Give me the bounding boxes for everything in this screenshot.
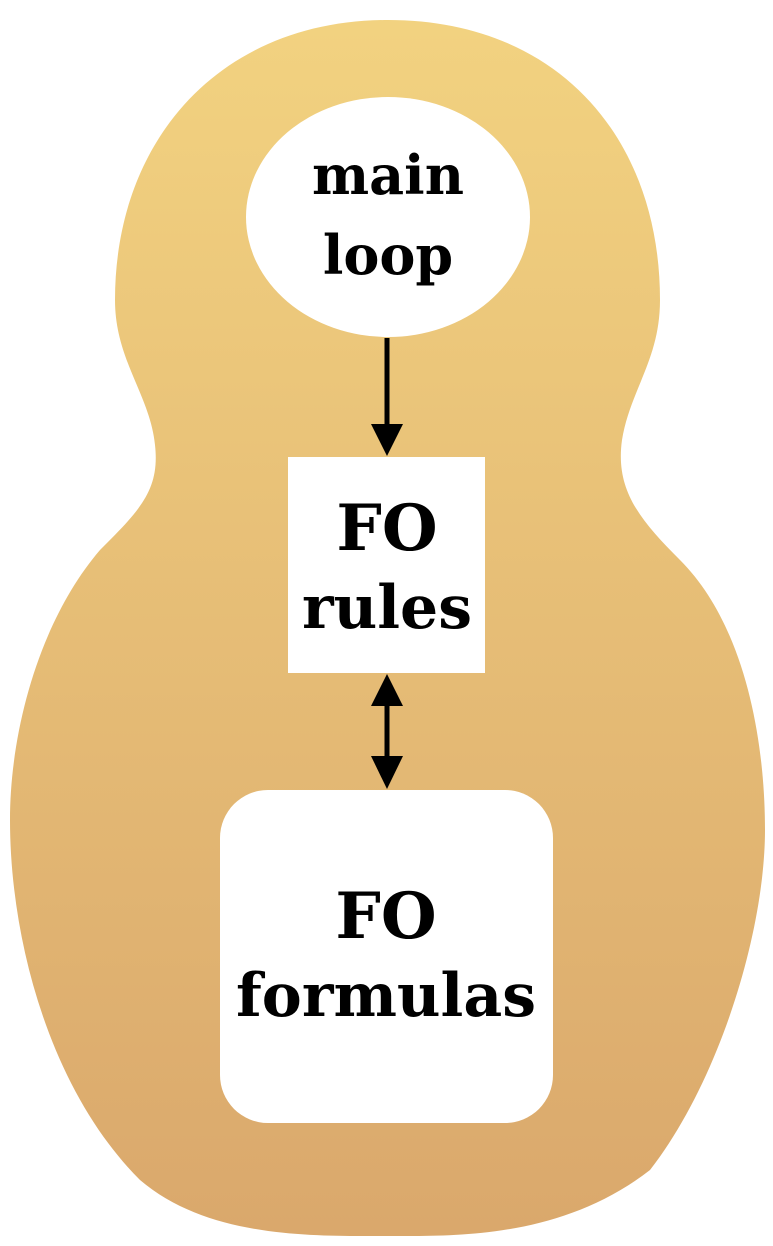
fo-formulas-label-line-1: FO xyxy=(335,879,436,954)
node-fo-formulas: FO formulas xyxy=(220,790,553,1123)
fo-formulas-label-line-2: formulas xyxy=(236,961,536,1031)
fo-formulas-box xyxy=(220,790,553,1123)
fo-rules-box xyxy=(288,457,485,673)
fo-rules-label-line-2: rules xyxy=(302,573,472,643)
main-loop-label-line-2: loop xyxy=(323,223,453,287)
edge-main-loop-to-fo-rules xyxy=(371,338,403,456)
edge-fo-rules-to-fo-formulas xyxy=(371,674,403,789)
arrowhead-up-icon xyxy=(371,674,403,706)
arrowhead-down-icon xyxy=(371,756,403,789)
fo-rules-label-line-1: FO xyxy=(336,491,437,566)
node-fo-rules: FO rules xyxy=(288,457,485,673)
node-main-loop: main loop xyxy=(246,97,530,337)
main-loop-label-line-1: main xyxy=(312,143,464,207)
arrowhead-down-icon xyxy=(371,424,403,456)
main-loop-ellipse xyxy=(246,97,530,337)
